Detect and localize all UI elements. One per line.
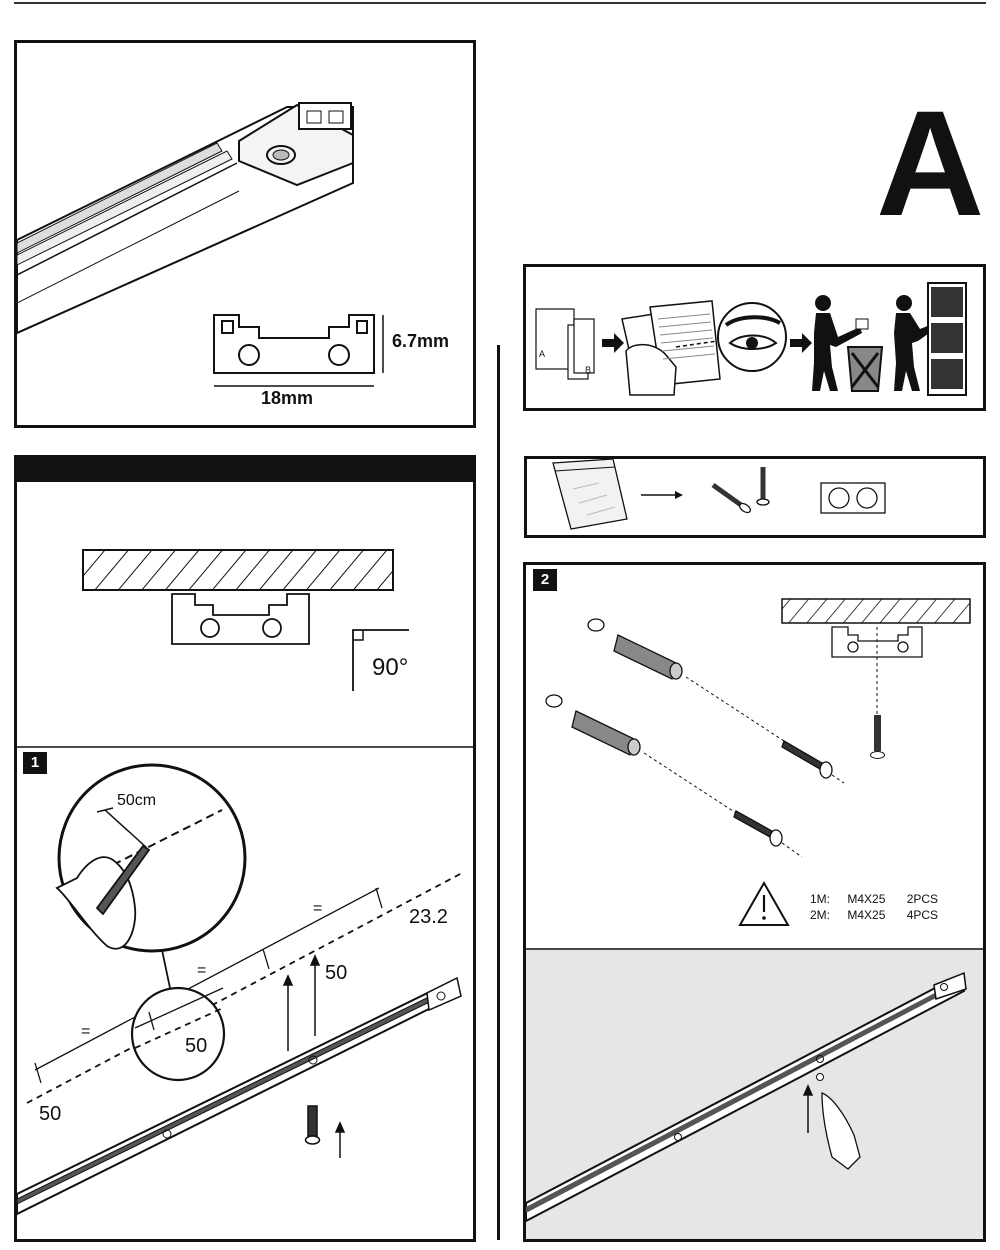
top-rule <box>14 2 986 4</box>
equal-mark-2: = <box>197 962 207 979</box>
profile-height-label: 6.7mm <box>392 331 450 351</box>
hardware-qty: 4PCS <box>906 908 939 922</box>
mounting-illustration <box>17 549 473 1216</box>
doc-label-a: A <box>539 349 546 359</box>
step-2-illustration <box>526 598 983 1239</box>
end-dimension-left: 50 <box>39 1103 62 1125</box>
package-contents-panel <box>524 456 986 538</box>
step-2-badge: 2 <box>533 569 557 591</box>
profile-cross-section <box>213 314 375 374</box>
section-letter: A <box>876 79 984 247</box>
panel-header-bar <box>17 458 473 482</box>
column-divider <box>497 345 500 1240</box>
hardware-spec-list: 1M: M4X25 2PCS 2M: M4X25 4PCS <box>810 891 938 923</box>
end-dimension-right: 23.2 <box>409 906 448 928</box>
hardware-row-1m: 1M: M4X25 2PCS <box>810 891 938 907</box>
step-1-badge: 1 <box>23 752 47 774</box>
zoom-spacing-label: 50cm <box>117 792 157 809</box>
read-instructions-panel: A B <box>523 264 986 411</box>
profile-width-label: 18mm <box>261 388 314 408</box>
equal-mark-3: = <box>81 1023 91 1040</box>
read-instructions-illustration <box>535 282 967 396</box>
hardware-length: 2M: <box>810 908 831 922</box>
step-2-panel: 2 1M: M4X25 2PCS 2M: M4X25 4PCS <box>523 562 986 1242</box>
zoom-dimension: 50 <box>185 1035 208 1057</box>
hardware-qty: 2PCS <box>906 892 939 906</box>
package-contents-illustration <box>552 459 886 530</box>
angle-label: 90° <box>372 654 409 681</box>
hardware-row-2m: 2M: M4X25 4PCS <box>810 907 938 923</box>
hardware-spec: M4X25 <box>847 892 886 906</box>
hardware-spec: M4X25 <box>847 908 886 922</box>
doc-label-b: B <box>585 365 592 375</box>
product-profile-panel: 6.7mm 18mm <box>14 40 476 428</box>
installation-panel-left: 90° 1 50cm = = = 23.2 50 50 50 <box>14 455 476 1242</box>
track-illustration <box>17 102 384 387</box>
equal-mark-1: = <box>313 900 323 917</box>
hardware-length: 1M: <box>810 892 831 906</box>
spacing-dimension: 50 <box>325 962 348 984</box>
